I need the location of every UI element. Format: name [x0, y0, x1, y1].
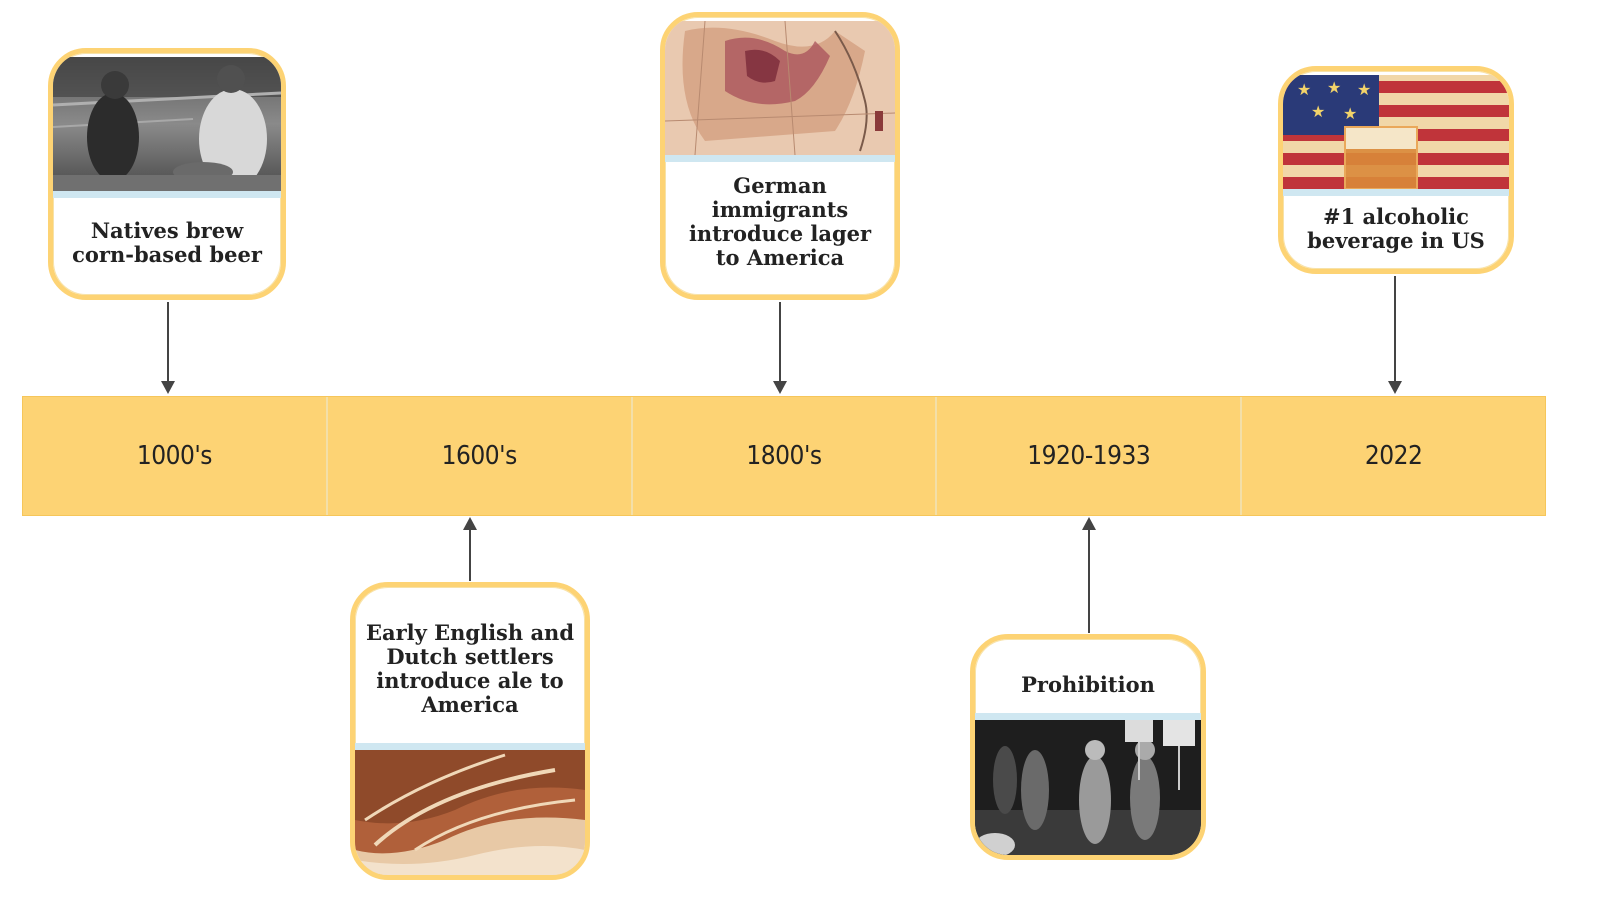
arrow-prohibition [1082, 517, 1096, 633]
timeline-band: 1000's 1600's 1800's 1920-1933 2022 [22, 396, 1546, 516]
arrow-settlers [463, 517, 477, 581]
event-caption-prohibition: Prohibition [1021, 672, 1155, 697]
arrow-german [773, 302, 787, 394]
period-1800s: 1800's [633, 397, 938, 515]
svg-text:★: ★ [1297, 80, 1311, 99]
caption-divider [975, 713, 1201, 720]
event-card-prohibition: Prohibition [970, 634, 1206, 860]
flag-beer-image: ★ ★ ★ ★ ★ [1283, 75, 1509, 189]
event-card-german: German immigrants introduce lager to Ame… [660, 12, 900, 300]
period-1600s: 1600's [328, 397, 633, 515]
event-card-natives: Natives brew corn-based beer [48, 48, 286, 300]
event-caption-german: German immigrants introduce lager to Ame… [688, 173, 872, 270]
svg-text:★: ★ [1327, 78, 1341, 97]
svg-text:★: ★ [1311, 102, 1325, 121]
event-card-modern: ★ ★ ★ ★ ★ #1 alcoholic beverage in US [1278, 66, 1514, 274]
prohibition-protest-photo [975, 720, 1201, 855]
caption-divider [53, 191, 281, 198]
map-image [665, 21, 895, 155]
period-2022: 2022 [1364, 441, 1423, 471]
svg-text:★: ★ [1357, 80, 1371, 99]
event-caption-natives: Natives brew corn-based beer [72, 218, 262, 267]
period-1000s: 1000's [23, 397, 328, 515]
natives-photo [53, 57, 281, 191]
caption-divider [665, 155, 895, 162]
caption-divider [355, 743, 585, 750]
arrow-modern [1388, 276, 1402, 394]
period-1920-1933: 1920-1933 [937, 397, 1243, 515]
event-caption-settlers: Early English and Dutch settlers introdu… [365, 620, 575, 717]
svg-text:★: ★ [1343, 104, 1357, 123]
arrow-natives [161, 302, 175, 394]
event-card-settlers: Early English and Dutch settlers introdu… [350, 582, 590, 880]
settlement-map-image [355, 750, 585, 875]
event-caption-modern: #1 alcoholic beverage in US [1307, 204, 1485, 253]
caption-divider [1283, 189, 1509, 196]
